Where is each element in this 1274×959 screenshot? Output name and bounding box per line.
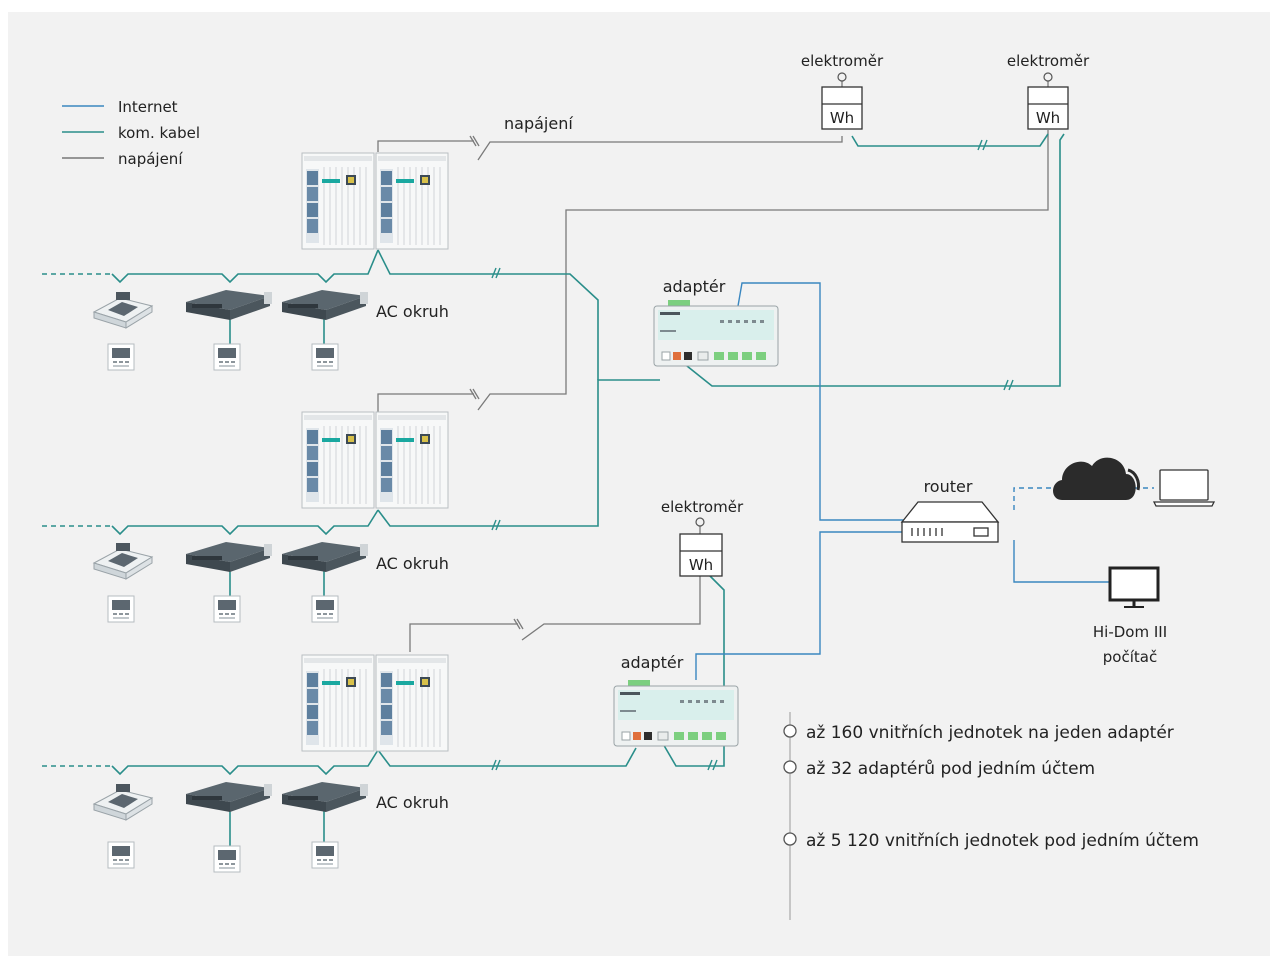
legend-item-com-cable: kom. kabel — [62, 124, 200, 142]
duct-unit-icon — [282, 290, 368, 320]
cassette-unit-icon — [93, 542, 153, 580]
wall-controller-icon — [107, 595, 135, 623]
meter-label: elektroměr — [801, 52, 884, 70]
duct-unit-icon — [282, 782, 368, 812]
meter-wh-label: Wh — [689, 556, 713, 574]
hidom-label-line2: počítač — [1103, 648, 1157, 666]
fact-text: až 32 adaptérů pod jedním účtem — [806, 759, 1095, 779]
fact-item: až 5 120 vnitřních jednotek pod jedním ú… — [783, 831, 1199, 851]
electricity-meter-icon — [821, 86, 863, 130]
meter-label: elektroměr — [1007, 52, 1090, 70]
ac-circuit-label: AC okruh — [376, 302, 449, 321]
adapter-icon — [653, 299, 779, 367]
wall-controller-icon — [213, 845, 241, 873]
com-cables — [111, 133, 1065, 846]
meter-wh-label: Wh — [1036, 109, 1060, 127]
duct-unit-icon — [186, 542, 272, 572]
legend-label: napájení — [118, 150, 183, 168]
outdoor-unit-icon — [302, 655, 448, 751]
cable-break-marks — [491, 139, 1014, 771]
power-label: napájení — [504, 114, 573, 133]
router-label: router — [924, 477, 973, 496]
hidom-label-line1: Hi-Dom III — [1093, 623, 1167, 641]
electricity-meter-1: elektroměr Wh — [801, 52, 884, 130]
wall-controller-icon — [311, 595, 339, 623]
electricity-meter-icon — [1027, 86, 1069, 130]
duct-unit-icon — [186, 782, 272, 812]
router-icon — [900, 501, 1000, 543]
meter-label: elektroměr — [661, 498, 744, 516]
electricity-meter-2: elektroměr Wh — [1007, 52, 1090, 130]
wall-controller-icon — [213, 595, 241, 623]
fact-text: až 5 120 vnitřních jednotek pod jedním ú… — [806, 831, 1199, 851]
wall-controller-icon — [311, 841, 339, 869]
electricity-meter-3: elektroměr Wh — [661, 498, 744, 577]
legend-item-internet: Internet — [62, 98, 178, 116]
adapter-label: adaptér — [663, 277, 726, 296]
electricity-meter-icon — [679, 533, 723, 577]
ac-circuit-label: AC okruh — [376, 793, 449, 812]
cassette-unit-icon — [93, 783, 153, 821]
wall-controller-icon — [107, 841, 135, 869]
adapter-label: adaptér — [621, 653, 684, 672]
adapter-icon — [613, 679, 739, 747]
fact-text: až 160 vnitřních jednotek na jeden adapt… — [806, 723, 1174, 743]
com-cable-dashed — [42, 273, 112, 767]
duct-unit-icon — [282, 542, 368, 572]
duct-unit-icon — [186, 290, 272, 320]
legend-label: Internet — [118, 98, 178, 116]
fact-item: až 160 vnitřních jednotek na jeden adapt… — [783, 723, 1174, 743]
legend-label: kom. kabel — [118, 124, 200, 142]
outdoor-unit-icon — [302, 153, 448, 249]
power-lines — [377, 81, 1049, 652]
facts-list: až 160 vnitřních jednotek na jeden adapt… — [783, 712, 1199, 920]
cloud-icon — [1053, 457, 1140, 500]
legend: Internet kom. kabel napájení — [62, 98, 200, 168]
wall-controller-icon — [107, 343, 135, 371]
legend-item-power: napájení — [62, 150, 183, 168]
wall-controller-icon — [311, 343, 339, 371]
internet-lines — [695, 282, 1116, 680]
outdoor-unit-icon — [302, 412, 448, 508]
monitor-icon — [1108, 566, 1160, 608]
cassette-unit-icon — [93, 291, 153, 329]
ac-circuit-label: AC okruh — [376, 554, 449, 573]
fact-item: až 32 adaptérů pod jedním účtem — [783, 759, 1095, 779]
laptop-icon — [1152, 469, 1216, 507]
meter-wh-label: Wh — [830, 109, 854, 127]
wall-controller-icon — [213, 343, 241, 371]
